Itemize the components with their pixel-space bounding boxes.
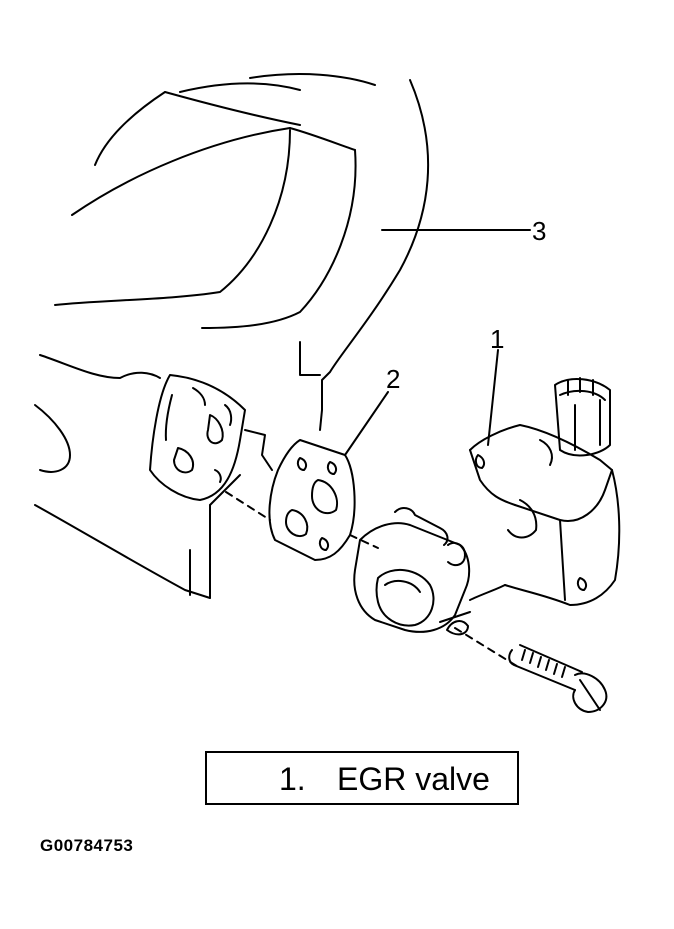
intake-manifold-runner <box>54 73 430 431</box>
legend-number: 1. <box>279 761 306 797</box>
legend-box: 1. EGR valve <box>205 751 519 805</box>
egr-valve <box>353 377 621 636</box>
engine-block <box>34 354 273 599</box>
callout-leaders <box>344 229 531 456</box>
alignment-lines <box>225 491 521 669</box>
egr-gasket <box>268 439 356 561</box>
legend-label: EGR valve <box>337 761 490 797</box>
callout-1: 1 <box>490 324 504 354</box>
callout-2: 2 <box>386 364 400 394</box>
callout-3: 3 <box>532 216 546 246</box>
mounting-bolt <box>508 644 608 713</box>
figure-id: G00784753 <box>40 836 134 855</box>
manifold-flange <box>149 374 246 501</box>
